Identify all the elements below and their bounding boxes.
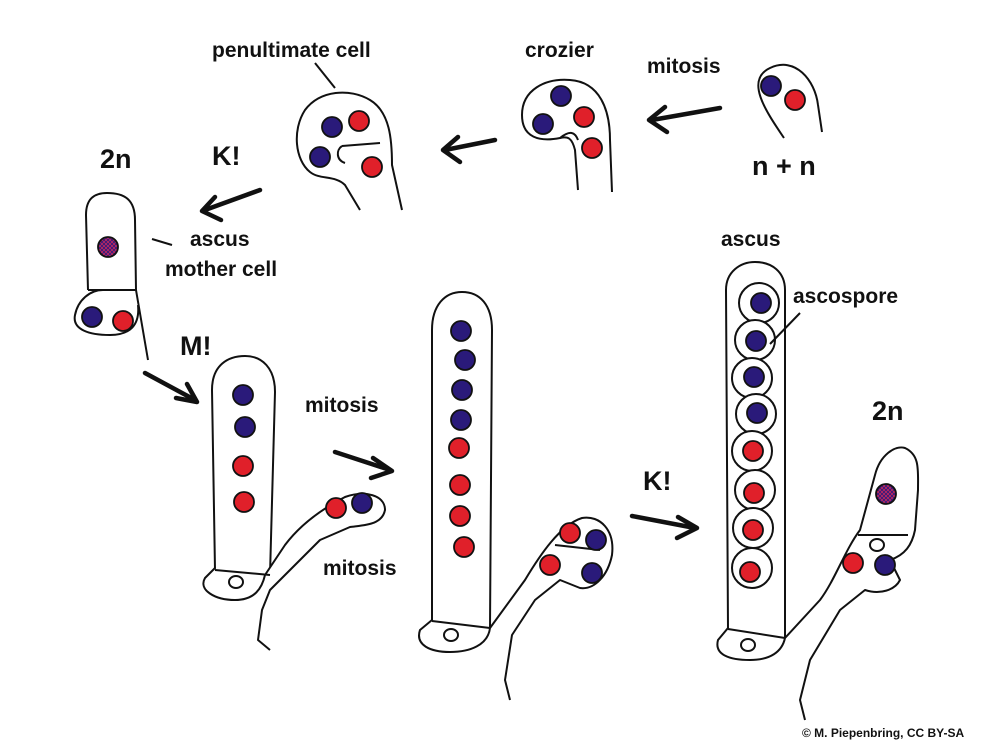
ascus-outline [431,291,493,629]
nucleus-blue [450,409,472,431]
nucleus-red [233,491,255,513]
label-ascus-mother-line1: ascus [190,228,250,251]
nucleus-red [742,440,764,462]
hook-septum [336,145,346,164]
nucleus-blue [234,416,256,438]
penultimate-pointer-line [314,62,336,89]
nucleus-red [448,437,470,459]
nucleus-red [112,310,134,332]
stage-penultimate-cell [295,62,403,211]
crozier-inner-fold [559,132,579,141]
ascospore-stack [731,282,780,589]
clamp-bump [740,638,756,652]
arrow-crozier-to-penultimate [440,134,498,165]
arrow-mitosis-top [646,104,723,135]
ascus-base-outline [716,446,920,721]
nucleus-blue [874,554,896,576]
label-ascus: ascus [721,228,781,251]
label-2n-right: 2n [872,396,904,426]
nucleus-blue [581,562,603,584]
diploid-nucleus [875,483,897,505]
diagram-labels: penultimate cell crozier mitosis n + n K… [100,39,965,740]
label-2n-left: 2n [100,144,132,174]
nucleus-red [325,497,347,519]
clamp-bump [869,538,885,552]
nucleus-red [559,522,581,544]
ascus-septum [431,620,491,629]
stage-meiosis-ascus [202,355,386,651]
nucleus-red [784,89,806,111]
nucleus-blue [532,113,554,135]
stage-mature-ascus [716,261,920,721]
nucleus-blue [585,529,607,551]
label-penultimate-cell: penultimate cell [212,39,371,62]
arrow-k1 [199,187,263,223]
diploid-nucleus [97,236,119,258]
nucleus-blue [746,402,768,424]
nucleus-blue [750,292,772,314]
nucleus-red [232,455,254,477]
nucleus-red [453,536,475,558]
label-mitosis-low: mitosis [323,557,397,580]
nucleus-red [581,137,603,159]
nucleus-blue [451,379,473,401]
label-mitosis-top: mitosis [647,55,721,78]
ascospore-pointer-line [769,312,801,345]
nucleus-red [449,474,471,496]
clamp-bump [228,575,244,589]
nucleus-blue [550,85,572,107]
stage-hyphal-tip-dikaryon [757,63,823,139]
arrow-k2 [629,513,700,541]
label-n-plus-n: n + n [752,151,816,181]
nucleus-red [348,110,370,132]
credit-text: © M. Piepenbring, CC BY-SA [802,726,965,740]
nucleus-red [361,156,383,178]
label-ascospore: ascospore [793,285,898,308]
nucleus-blue [450,320,472,342]
nucleus-blue [745,330,767,352]
nucleus-red [742,519,764,541]
ascus-septum [727,628,786,639]
ascus-mother-pointer-line [151,238,173,246]
nucleus-blue [309,146,331,168]
arrow-mitosis-mid [332,449,395,481]
ascus-septum [214,569,271,576]
nucleus-blue [743,366,765,388]
nucleus-blue [81,306,103,328]
nucleus-red [449,505,471,527]
progression-arrows [142,104,723,541]
stage-crozier [521,78,613,193]
nucleus-red [739,561,761,583]
clamp-bump [443,628,459,642]
label-k2: K! [643,466,672,496]
label-mitosis-mid: mitosis [305,394,379,417]
label-ascus-mother-line2: mother cell [165,258,277,281]
nucleus-blue [232,384,254,406]
nucleus-red [539,554,561,576]
nucleus-blue [454,349,476,371]
stage-ascus-mother-cell [73,192,173,361]
nucleus-red [573,106,595,128]
nucleus-blue [351,492,373,514]
nucleus-red [842,552,864,574]
arrow-m1 [142,370,200,405]
septum-line [341,142,381,147]
nucleus-red [743,482,765,504]
nucleus-blue [321,116,343,138]
nucleus-blue [760,75,782,97]
stage-eight-nuclei-ascus [418,291,614,701]
ascus-base-outline [202,492,386,651]
label-k1: K! [212,141,241,171]
label-crozier: crozier [525,39,594,62]
label-m1: M! [180,331,211,361]
